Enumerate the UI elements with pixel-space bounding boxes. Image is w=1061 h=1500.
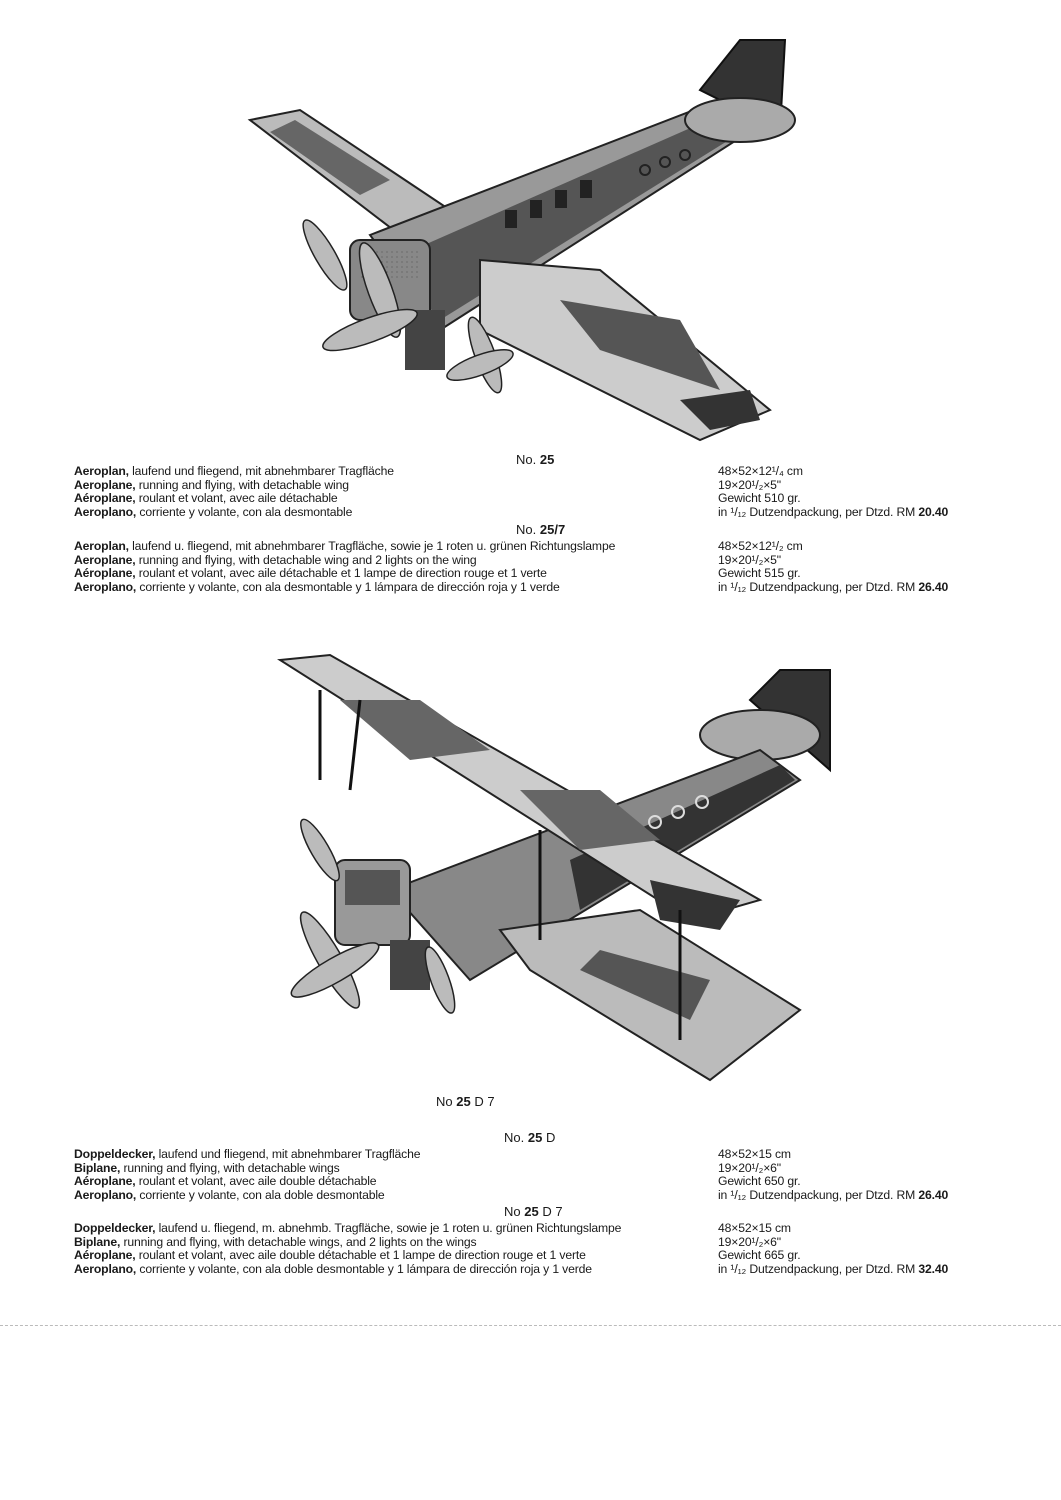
description-row: Aeroplan, laufend und fliegend, mit abne…	[74, 464, 1004, 479]
description-row: Aeroplano, corriente y volante, con ala …	[74, 1187, 1004, 1203]
monoplane-illustration	[247, 39, 796, 442]
spec: 19×20¹/₂×5"	[718, 552, 781, 567]
number-prefix: No.	[504, 1130, 525, 1145]
description-row: Doppeldecker, laufend u. fliegend, m. ab…	[74, 1221, 1004, 1236]
description-row: Aéroplane, roulant et volant, avec aile …	[74, 566, 1004, 581]
spec: Gewicht 665 gr.	[718, 1248, 801, 1263]
product-description-25d7: Doppeldecker, laufend u. fliegend, m. ab…	[74, 1221, 1004, 1277]
name: Aéroplane,	[74, 1174, 136, 1189]
spec: 48×52×12¹/₄ cm	[718, 464, 803, 478]
spec: Gewicht 515 gr.	[718, 566, 801, 581]
spec: 19×20¹/₂×6"	[718, 1234, 781, 1249]
number: 25	[539, 452, 555, 467]
product-number-25: No. 25	[516, 452, 554, 467]
product-description-25-7: Aeroplan, laufend u. fliegend, mit abneh…	[74, 539, 1004, 595]
text: corriente y volante, con ala desmontable	[136, 504, 353, 519]
name: Biplane,	[74, 1234, 121, 1249]
name: Aeroplano,	[74, 504, 137, 519]
text: laufend u. fliegend, mit abnehmbarer Tra…	[128, 539, 616, 553]
name: Aeroplane,	[74, 552, 136, 567]
name: Aéroplane,	[74, 1248, 136, 1263]
spec: 19×20¹/₂×5"	[718, 477, 781, 492]
spec: 48×52×15 cm	[718, 1147, 791, 1161]
number-suffix: /7	[554, 522, 566, 537]
text: running and flying, with detachable wing…	[120, 1160, 340, 1175]
page-edge-divider	[0, 1325, 1061, 1326]
text: roulant et volant, avec aile détachable	[135, 491, 338, 506]
price: 26.40	[918, 1187, 949, 1202]
text: running and flying, with detachable wing…	[135, 552, 477, 567]
spec: Gewicht 650 gr.	[718, 1174, 801, 1189]
description-row: Biplane, running and flying, with detach…	[74, 1160, 1004, 1176]
name: Aeroplan,	[74, 464, 129, 478]
spec: 48×52×12¹/₂ cm	[718, 539, 803, 553]
name: Aeroplano,	[74, 1187, 137, 1202]
name: Aéroplane,	[74, 491, 136, 506]
name: Aeroplano,	[74, 579, 137, 594]
text: corriente y volante, con ala doble desmo…	[136, 1261, 592, 1276]
number-suffix: D 7	[538, 1204, 563, 1219]
product-description-25: Aeroplan, laufend und fliegend, mit abne…	[74, 464, 1004, 520]
description-row: Aeroplano, corriente y volante, con ala …	[74, 1261, 1004, 1277]
text: corriente y volante, con ala doble desmo…	[136, 1187, 385, 1202]
name: Doppeldecker,	[74, 1221, 156, 1235]
number-prefix: No.	[516, 522, 537, 537]
description-row: Doppeldecker, laufend und fliegend, mit …	[74, 1147, 1004, 1162]
number-prefix: No	[504, 1204, 521, 1219]
name: Aeroplan,	[74, 539, 129, 553]
text: corriente y volante, con ala desmontable…	[136, 579, 560, 594]
biplane-illustration	[277, 653, 831, 1082]
description-row: Aeroplane, running and flying, with deta…	[74, 477, 1004, 493]
description-row: Aéroplane, roulant et volant, avec aile …	[74, 491, 1004, 506]
price: 26.40	[918, 579, 949, 594]
number: 25	[527, 1130, 543, 1145]
description-row: Aeroplane, running and flying, with deta…	[74, 552, 1004, 568]
text: roulant et volant, avec aile double déta…	[135, 1174, 377, 1189]
product-number-25-7: No. 25/7	[516, 522, 565, 537]
description-row: Aeroplano, corriente y volante, con ala …	[74, 579, 1004, 595]
text: roulant et volant, avec aile détachable …	[135, 566, 547, 581]
number-prefix: No.	[516, 452, 537, 467]
text: laufend und fliegend, mit abnehmbarer Tr…	[155, 1147, 421, 1161]
text: laufend und fliegend, mit abnehmbarer Tr…	[128, 464, 394, 478]
description-row: Aéroplane, roulant et volant, avec aile …	[74, 1248, 1004, 1263]
spec: in ¹/₁₂ Dutzendpackung, per Dtzd. RM	[718, 504, 919, 519]
spec: in ¹/₁₂ Dutzendpackung, per Dtzd. RM	[718, 579, 919, 594]
biplane-caption: No 25 D 7	[436, 1094, 495, 1109]
spec: Gewicht 510 gr.	[718, 491, 801, 506]
name: Doppeldecker,	[74, 1147, 156, 1161]
price: 20.40	[918, 504, 949, 519]
number: 25	[539, 522, 555, 537]
number-suffix: D 7	[470, 1094, 495, 1109]
spec: in ¹/₁₂ Dutzendpackung, per Dtzd. RM	[718, 1261, 919, 1276]
number: 25	[456, 1094, 471, 1109]
text: laufend u. fliegend, m. abnehmb. Tragflä…	[155, 1221, 622, 1235]
product-description-25d: Doppeldecker, laufend und fliegend, mit …	[74, 1147, 1004, 1203]
text: roulant et volant, avec aile double déta…	[135, 1248, 586, 1263]
spec: in ¹/₁₂ Dutzendpackung, per Dtzd. RM	[718, 1187, 919, 1202]
spec: 48×52×15 cm	[718, 1221, 791, 1235]
price: 32.40	[918, 1261, 949, 1276]
name: Biplane,	[74, 1160, 121, 1175]
description-row: Aeroplan, laufend u. fliegend, mit abneh…	[74, 539, 1004, 554]
name: Aeroplano,	[74, 1261, 137, 1276]
description-row: Aeroplano, corriente y volante, con ala …	[74, 504, 1004, 520]
name: Aeroplane,	[74, 477, 136, 492]
text: running and flying, with detachable wing	[135, 477, 349, 492]
spec: 19×20¹/₂×6"	[718, 1160, 781, 1175]
number: 25	[524, 1204, 539, 1219]
description-row: Biplane, running and flying, with detach…	[74, 1234, 1004, 1250]
name: Aéroplane,	[74, 566, 136, 581]
number-prefix: No	[436, 1094, 453, 1109]
number-suffix: D	[542, 1130, 556, 1145]
description-row: Aéroplane, roulant et volant, avec aile …	[74, 1174, 1004, 1189]
text: running and flying, with detachable wing…	[120, 1234, 477, 1249]
product-number-25d7: No 25 D 7	[504, 1204, 563, 1219]
product-number-25d: No. 25 D	[504, 1130, 555, 1145]
